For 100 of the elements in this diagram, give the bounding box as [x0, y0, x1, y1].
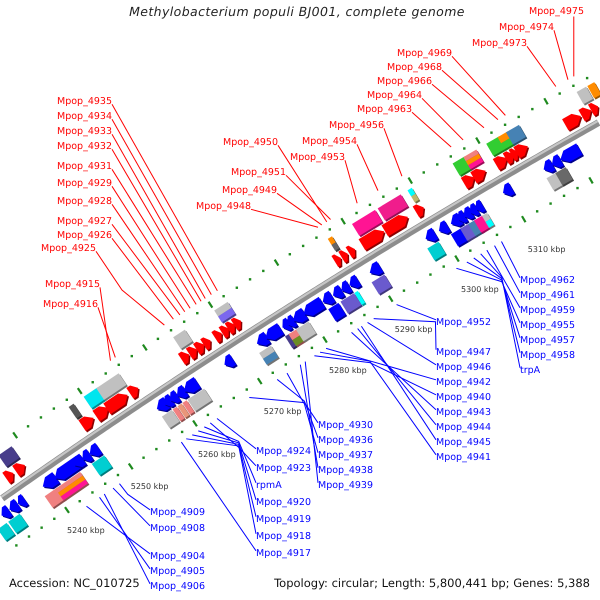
leader-line [248, 396, 318, 424]
leader-line [573, 16, 574, 77]
gene-label: Mpop_4927 [57, 216, 112, 226]
gene-label: Mpop_4944 [436, 422, 491, 432]
leader-line [216, 418, 256, 450]
leader-line [186, 438, 256, 534]
gene-label: Mpop_4906 [150, 580, 205, 592]
gene-label: Mpop_4968 [387, 62, 442, 72]
gene-label: Mpop_4950 [223, 136, 278, 148]
gene-label: Mpop_4951 [231, 166, 286, 178]
leader-line [360, 326, 436, 440]
leader-line [192, 434, 256, 518]
leader-line [210, 422, 256, 466]
gene-label: Mpop_4919 [256, 514, 311, 524]
gene-label: Mpop_4947 [436, 346, 491, 358]
leader-line [351, 332, 436, 410]
genome-summary-note: Topology: circular; Length: 5,800,441 bp; Genes: 5,388 [274, 576, 590, 590]
leader-line [500, 241, 520, 278]
gene-label: Mpop_4936 [318, 434, 373, 446]
leader-line [432, 84, 484, 128]
gene-label: Mpop_4942 [436, 376, 491, 388]
leader-line [373, 318, 436, 350]
gene-label: Mpop_4934 [57, 110, 112, 122]
scale-label: 5250 kbp [130, 482, 168, 492]
leader-line [412, 112, 452, 148]
gene-label: Mpop_4924 [256, 446, 311, 456]
title: Methylobacterium populi BJ001, complete genome [129, 4, 465, 19]
leader-line [494, 245, 520, 294]
gene-label: Mpop_4918 [256, 530, 311, 542]
gene-label: Mpop_4975 [529, 6, 584, 16]
gene-label: Mpop_4943 [436, 406, 491, 418]
leader-line [112, 488, 150, 526]
gene-label: Mpop_4916 [43, 298, 98, 310]
gene-label: Mpop_4909 [150, 506, 205, 518]
gene-label: Mpop_4928 [57, 196, 112, 206]
leader-line [86, 506, 150, 554]
leader-line [344, 160, 358, 204]
leader-line [286, 174, 332, 220]
gene-label: Mpop_4925 [41, 242, 96, 254]
gene-label: Mpop_4929 [57, 178, 112, 188]
scale-label: 5300 kbp [461, 284, 499, 294]
leader-line [480, 253, 520, 368]
gene-label: Mpop_4964 [367, 90, 422, 100]
leader-line [98, 306, 116, 358]
gene-label: Mpop_4958 [520, 350, 575, 360]
gene-label: Mpop_4946 [436, 362, 491, 372]
leader-line [250, 208, 319, 228]
gene-label: Mpop_4963 [357, 104, 412, 114]
gene-label: Mpop_4939 [318, 480, 373, 490]
leader-line [278, 144, 328, 222]
leader-line [526, 46, 556, 88]
leader-line [180, 442, 256, 552]
leader-line [96, 250, 165, 326]
gene-label: Mpop_4917 [256, 548, 311, 558]
gene-label: Mpop_4941 [436, 452, 491, 462]
leader-line [367, 322, 436, 366]
leader-line [99, 496, 150, 570]
leader-line [456, 268, 520, 324]
gene-label: Mpop_4955 [520, 320, 575, 330]
gene-label: Mpop_4966 [377, 76, 432, 86]
scale-label: 5270 kbp [264, 407, 302, 416]
leader-line [118, 483, 150, 510]
leader-line [112, 204, 186, 312]
leader-line [356, 144, 378, 192]
gene-label: Mpop_4953 [290, 152, 345, 162]
gene-label: Mpop_4969 [397, 48, 452, 58]
leader-line [384, 128, 402, 177]
scale-label: 5310 kbp [528, 245, 566, 254]
leader-line [112, 224, 180, 316]
gene-label: Mpop_4923 [256, 462, 311, 474]
leader-line [276, 192, 322, 226]
gene-label: Mpop_4962 [520, 274, 575, 286]
leader-line [554, 30, 568, 80]
leader-line [473, 257, 520, 354]
gene-label: Mpop_4959 [520, 304, 575, 316]
scale-label: 5240 kbp [67, 526, 105, 535]
gene-label: rpmA [256, 480, 282, 490]
gene-label: Mpop_4937 [318, 450, 373, 460]
leader-line [276, 378, 318, 438]
leader-line [304, 361, 318, 484]
gene-label: Mpop_4973 [472, 38, 527, 48]
gene-label: Mpop_4904 [150, 550, 205, 562]
gene-label: Mpop_4954 [302, 136, 357, 146]
leader-line [112, 186, 191, 309]
gene-label: Mpop_4933 [57, 126, 112, 136]
leader-line [466, 262, 520, 338]
leader-line [422, 98, 464, 140]
leader-line [452, 56, 506, 116]
gene-label: Mpop_4952 [436, 316, 491, 328]
leader-line [104, 494, 150, 584]
gene-label: trpA [520, 364, 540, 376]
gene-label: Mpop_4938 [318, 464, 373, 476]
leader-line [396, 304, 436, 320]
gene-label: Mpop_4945 [436, 436, 491, 448]
gene-label: Mpop_4935 [57, 96, 112, 106]
accession-note: Accession: NC_010725 [9, 576, 140, 590]
leader-line [112, 238, 174, 320]
gene-label: Mpop_4974 [499, 22, 554, 32]
leader-line [314, 355, 436, 396]
scale-label: 5280 kbp [329, 366, 367, 375]
